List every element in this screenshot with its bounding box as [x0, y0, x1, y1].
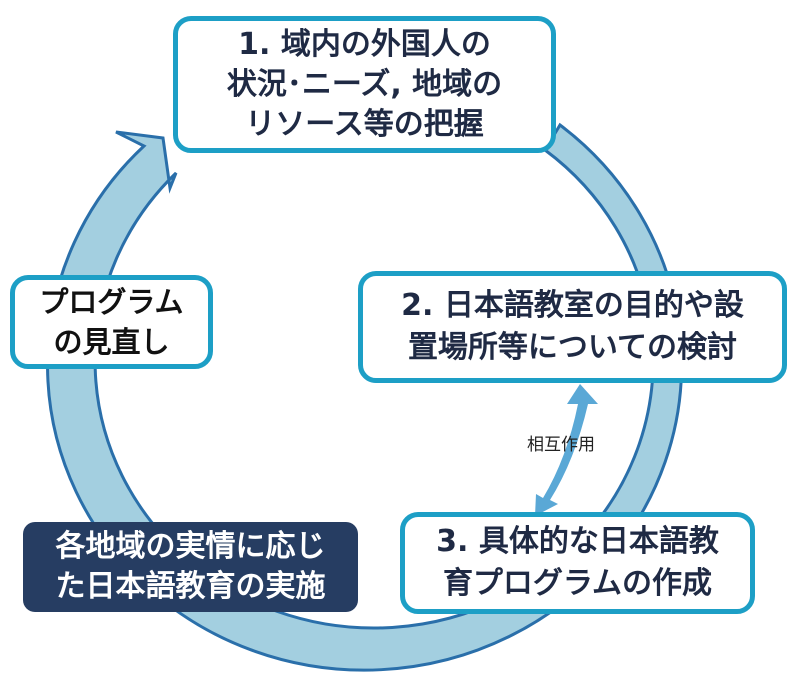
step2-line2: 置場所等についての検討: [407, 330, 738, 365]
review-box: プログラム の見直し: [10, 275, 213, 369]
step3-line2: 育プログラムの作成: [442, 566, 713, 601]
implementation-line1: 各地域の実情に応じ: [55, 529, 326, 564]
step3-box: 3. 具体的な日本語教 育プログラムの作成: [400, 512, 755, 614]
step3-line1: 3. 具体的な日本語教: [436, 524, 719, 559]
implementation-line2: た日本語教育の実施: [55, 569, 326, 604]
step2-line1: 2. 日本語教室の目的や設: [401, 288, 744, 323]
implementation-box: 各地域の実情に応じ た日本語教育の実施: [23, 522, 358, 612]
step2-box: 2. 日本語教室の目的や設 置場所等についての検討: [358, 271, 787, 383]
step1-box: 1. 域内の外国人の 状況･ニーズ, 地域の リソース等の把握: [173, 16, 556, 153]
review-line2: の見直し: [53, 325, 170, 359]
interaction-double-arrow: [535, 384, 598, 516]
step1-line1: 1. 域内の外国人の: [238, 26, 491, 62]
review-line1: プログラム: [39, 285, 184, 319]
step1-line2: 状況･ニーズ, 地域の: [226, 66, 503, 102]
interaction-label: 相互作用: [527, 435, 595, 455]
step1-line3: リソース等の把握: [245, 106, 484, 142]
